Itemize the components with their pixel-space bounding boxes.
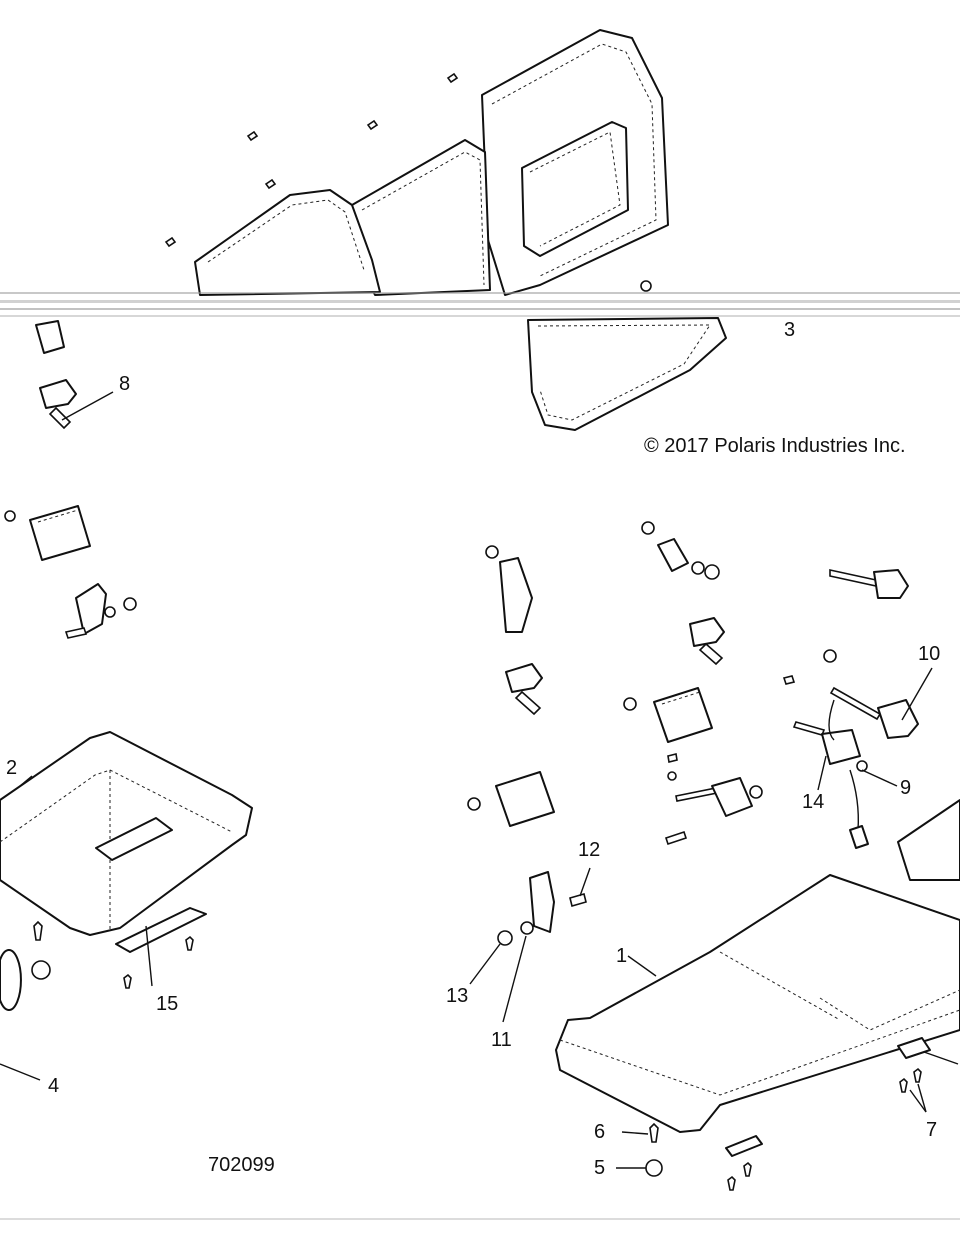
seat-back-right [481, 29, 669, 296]
callout-5: 5 [594, 1157, 605, 1179]
seat-belt-buckle-left [35, 320, 77, 430]
seat-belt-buckle-center [505, 617, 725, 716]
mount-bracket-center [497, 871, 587, 946]
seat-belt-retractor-left [4, 505, 91, 561]
callout-4: 4 [48, 1075, 59, 1097]
belt-anchor-lower [664, 753, 763, 846]
leader-lines [0, 391, 959, 1169]
callout-11: 11 [491, 1029, 512, 1051]
callout-8: 8 [119, 373, 130, 395]
seat-bottom-right [555, 799, 960, 1133]
seat-belt-retractor-center [467, 687, 713, 827]
seat-belt-assembly-right [782, 649, 919, 849]
callout-1: 1 [616, 945, 627, 967]
scan-noise-bottom [0, 1218, 960, 1220]
callout-14: 14 [802, 791, 824, 813]
seat-back-left [194, 189, 381, 296]
callout-6: 6 [594, 1121, 605, 1143]
scan-noise-band [0, 292, 960, 317]
seat-bottom-left [0, 731, 253, 936]
callout-10: 10 [918, 643, 940, 665]
drawing-number: 702099 [208, 1154, 275, 1176]
seat-back-screws [164, 72, 652, 292]
callout-3: 3 [784, 319, 795, 341]
anchor-bracket-left [64, 583, 137, 639]
callout-labels: 1 2 3 4 5 6 7 8 9 10 11 12 13 14 15 [6, 319, 940, 1179]
seat-mount-bracket-left [31, 907, 207, 989]
seat-bottom-hardware-right [0, 949, 931, 1191]
seat-back-lower-panel [527, 317, 727, 431]
belt-anchor-upper [485, 521, 720, 633]
callout-13: 13 [446, 985, 468, 1007]
callout-2: 2 [6, 757, 17, 779]
copyright-notice: © 2017 Polaris Industries Inc. [644, 435, 906, 457]
seat-belt-tongue-upper-right [829, 569, 909, 599]
callout-12: 12 [578, 839, 600, 861]
callout-15: 15 [156, 993, 178, 1015]
callout-9: 9 [900, 777, 911, 799]
callout-7: 7 [926, 1119, 937, 1141]
